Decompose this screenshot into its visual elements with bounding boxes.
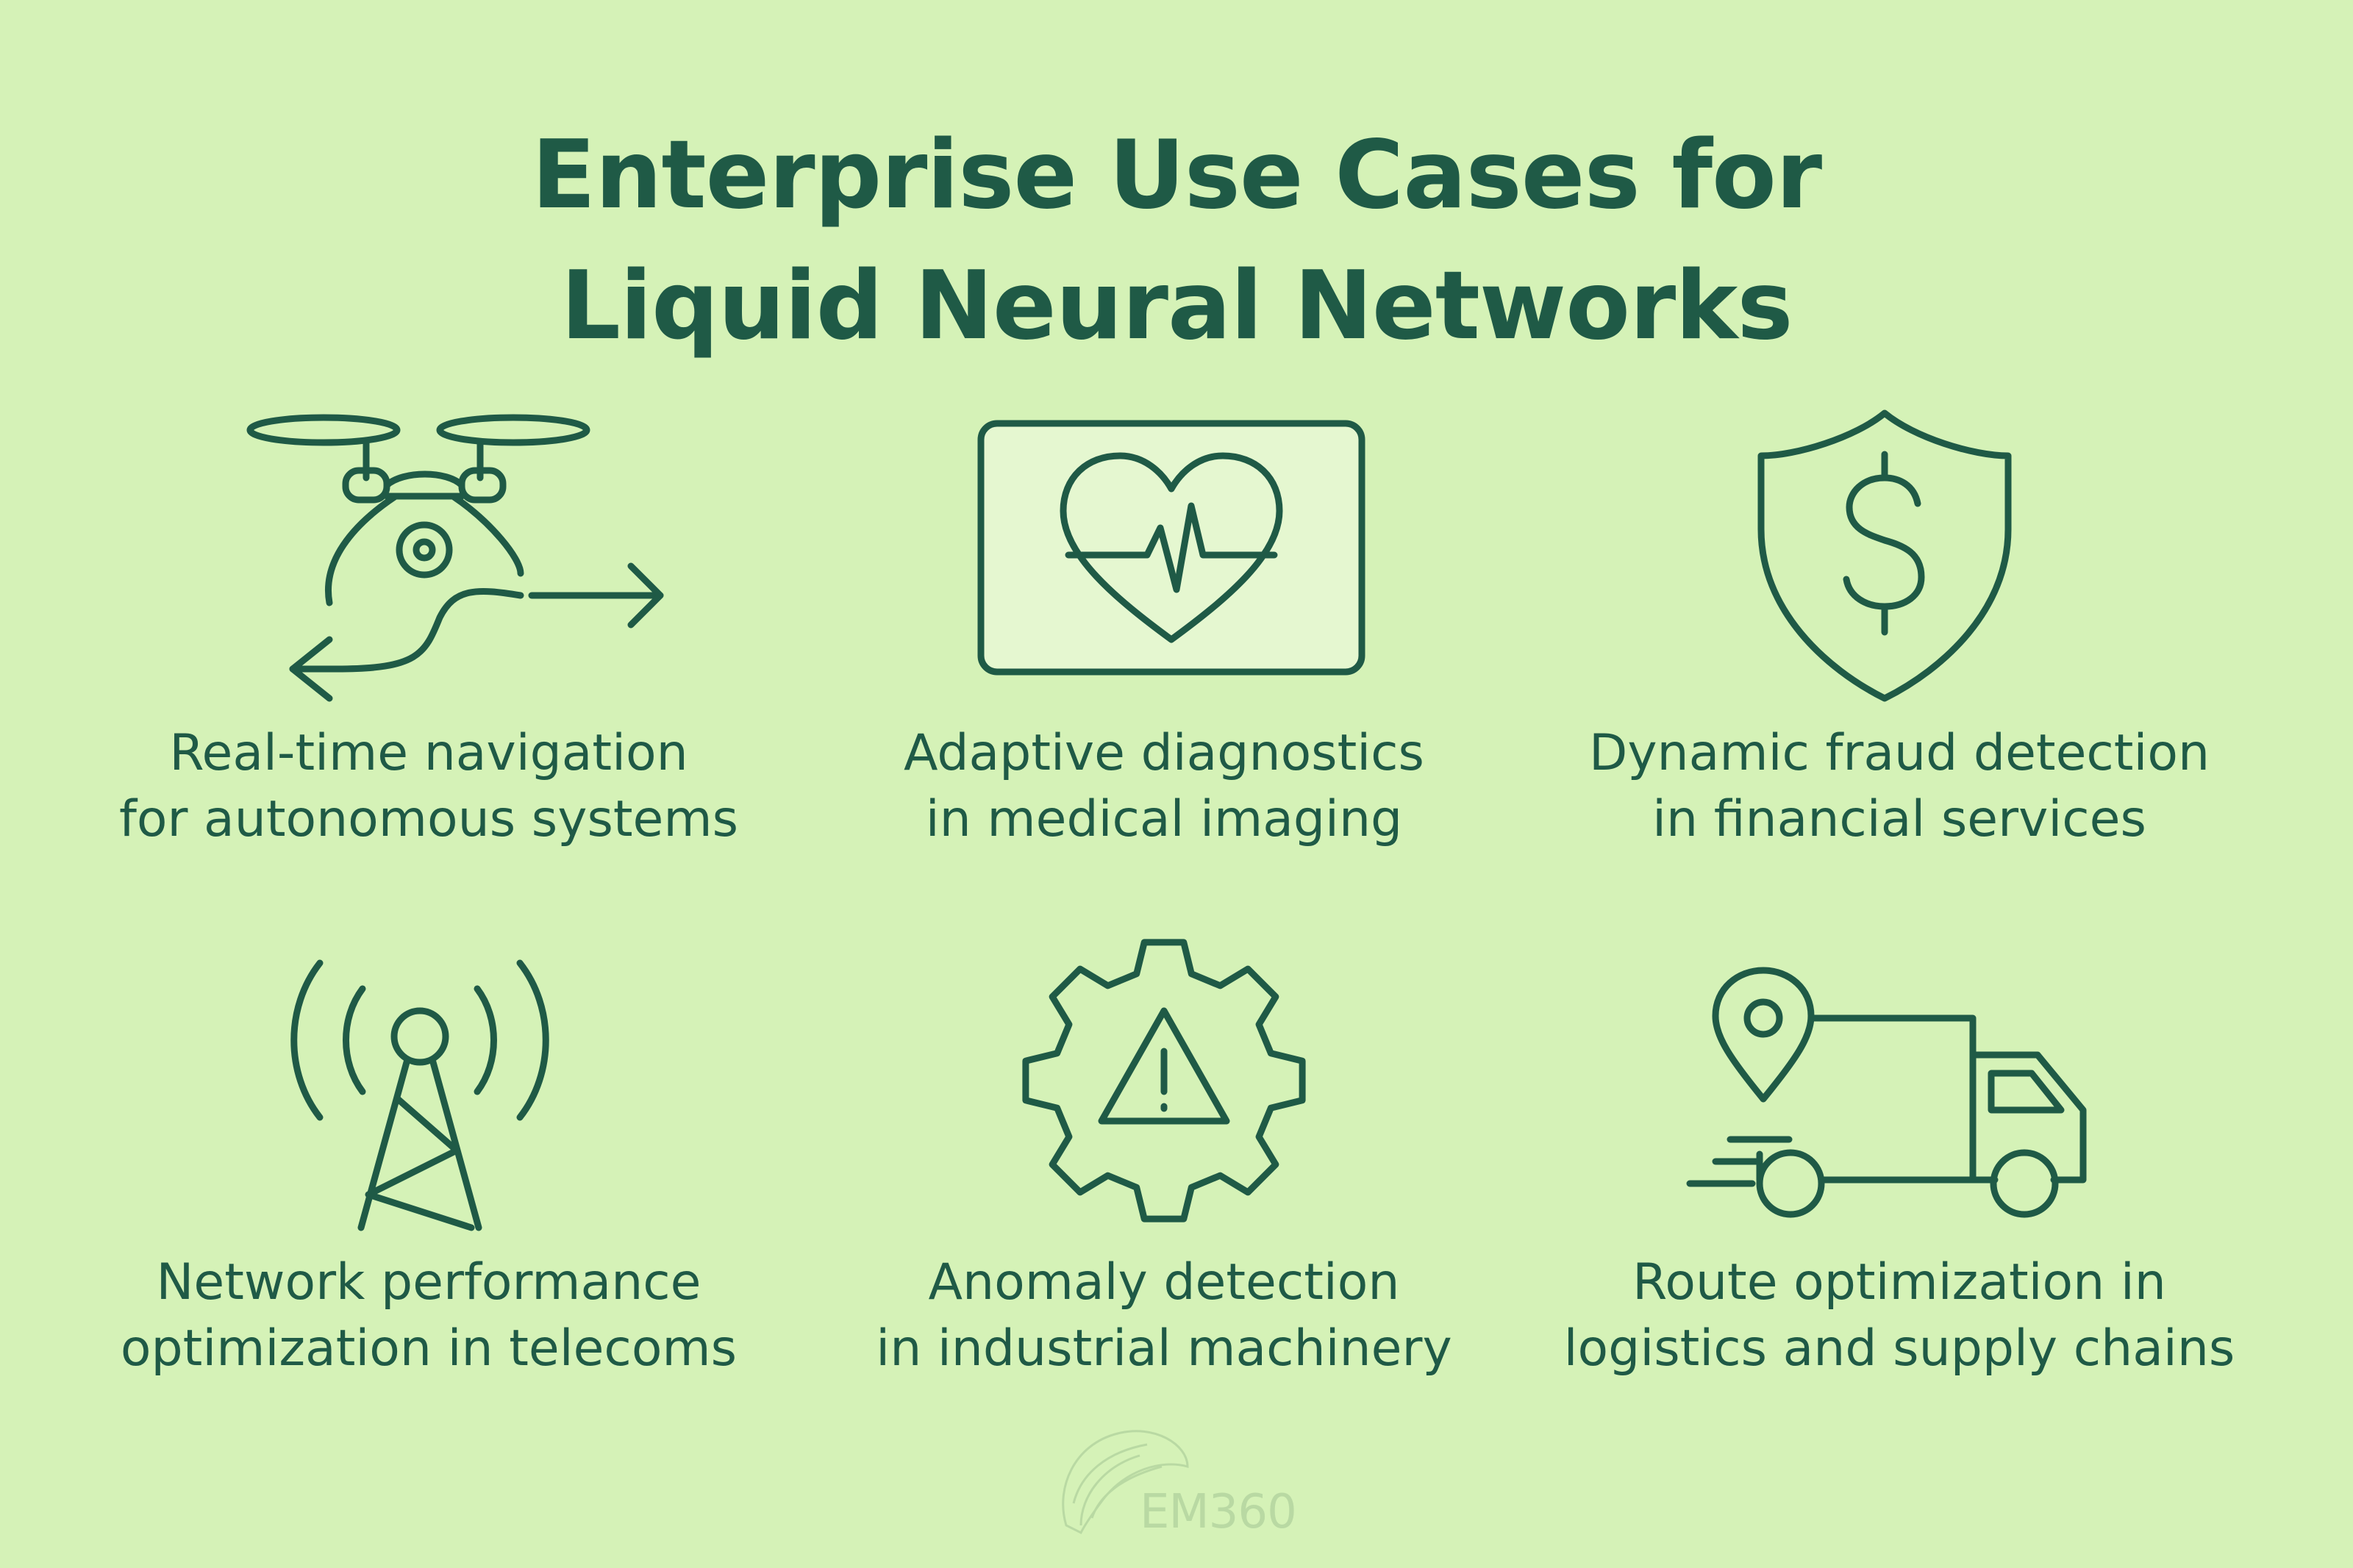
card-label-line-2: for autonomous systems — [118, 790, 739, 848]
card-label: Anomaly detection in industrial machiner… — [796, 1250, 1532, 1382]
logo-text: EM360 — [1140, 1485, 1297, 1539]
use-case-card-logistics: Route optimization in logistics and supp… — [1532, 926, 2267, 1397]
drone-navigation-icon — [246, 414, 664, 702]
gear-outline — [1022, 939, 1306, 1222]
card-label-line-1: Network performance — [156, 1253, 701, 1311]
use-case-card-navigation: Real-time navigation for autonomous syst… — [61, 397, 796, 867]
card-label-line-1: Route optimization in — [1632, 1253, 2166, 1311]
card-label-line-2: in financial services — [1652, 790, 2146, 848]
card-label: Network performance optimization in tele… — [61, 1250, 796, 1382]
title-line-2: Liquid Neural Networks — [560, 251, 1793, 361]
delivery-truck-icon — [1686, 967, 2087, 1218]
heart-monitor-icon — [977, 420, 1365, 676]
use-case-card-anomaly: Anomaly detection in industrial machiner… — [796, 926, 1532, 1397]
card-label-line-1: Anomaly detection — [928, 1253, 1400, 1311]
card-label-line-2: logistics and supply chains — [1563, 1320, 2235, 1378]
em360-logo: EM360 — [1051, 1415, 1302, 1555]
card-label: Route optimization in logistics and supp… — [1532, 1250, 2267, 1382]
card-label-line-1: Dynamic fraud detection — [1588, 724, 2210, 782]
card-label: Real-time navigation for autonomous syst… — [61, 720, 796, 853]
card-label-line-2: in industrial machinery — [876, 1320, 1452, 1378]
use-case-card-telecoms: Network performance optimization in tele… — [61, 926, 796, 1397]
signal-tower-icon — [290, 959, 549, 1231]
title-line-1: Enterprise Use Cases for — [531, 121, 1822, 230]
use-case-card-diagnostics: Adaptive diagnostics in medical imaging — [796, 397, 1532, 867]
use-case-card-fraud: Dynamic fraud detection in financial ser… — [1532, 397, 2267, 867]
card-label-line-2: optimization in telecoms — [120, 1320, 738, 1378]
card-label-line-2: in medical imaging — [925, 790, 1403, 848]
card-label: Dynamic fraud detection in financial ser… — [1532, 720, 2267, 853]
card-label-line-1: Adaptive diagnostics — [904, 724, 1424, 782]
card-label: Adaptive diagnostics in medical imaging — [796, 720, 1532, 853]
card-label-line-1: Real-time navigation — [169, 724, 688, 782]
gear-warning-icon — [1022, 939, 1306, 1222]
logo-mark-icon — [1062, 1430, 1189, 1535]
shield-dollar-icon — [1757, 409, 2012, 702]
page-title: Enterprise Use Cases for Liquid Neural N… — [0, 110, 2353, 372]
